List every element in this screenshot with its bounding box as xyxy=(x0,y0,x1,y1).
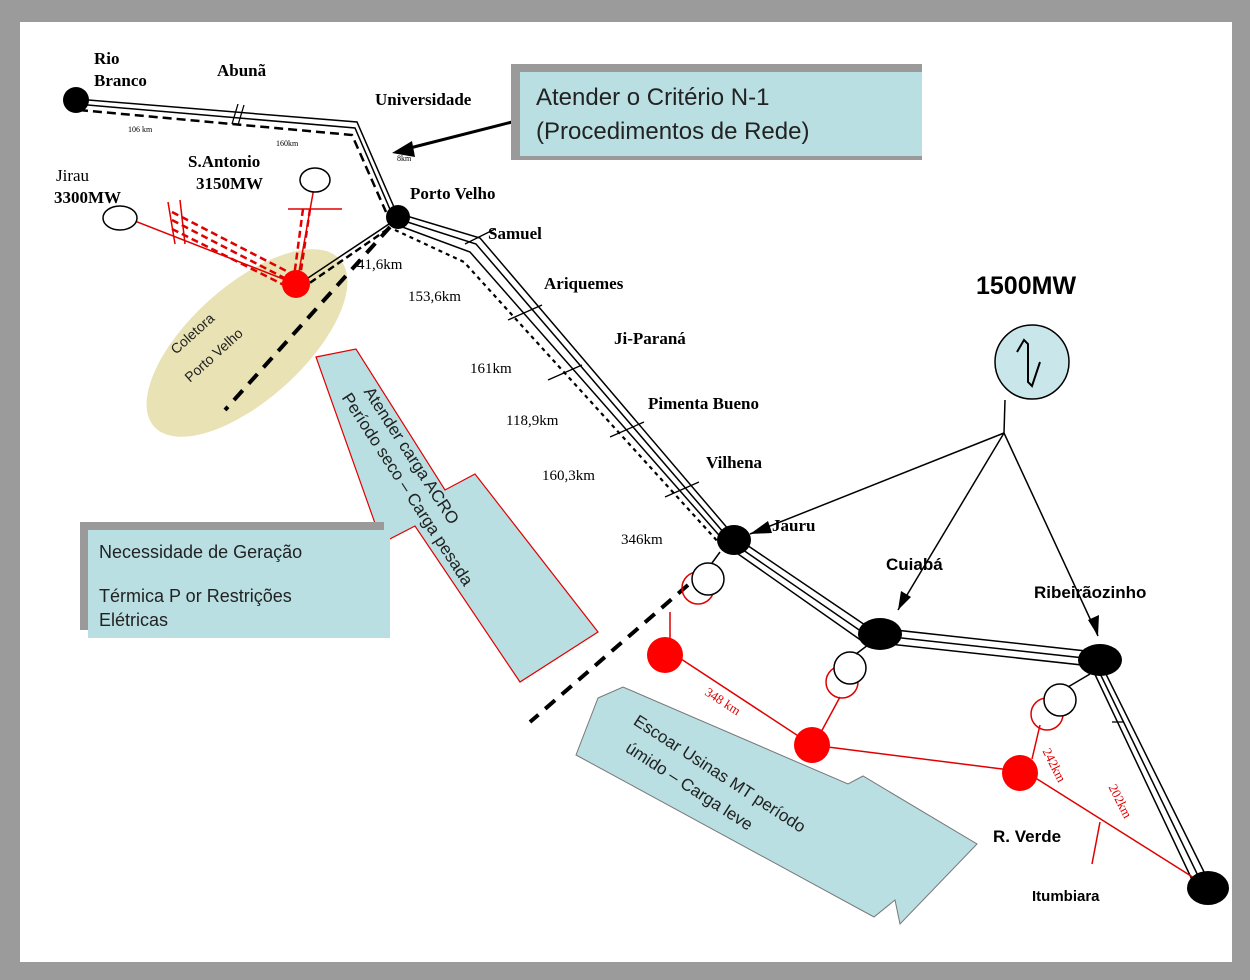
necessity-line-2: Térmica P or Restrições xyxy=(99,586,292,606)
mt-plant-buses xyxy=(282,270,1038,791)
distance-160-3: 160,3km xyxy=(542,468,595,484)
label-jirau-2: 3300MW xyxy=(54,188,122,207)
label-generator: 1500MW xyxy=(976,272,1077,300)
criterion-line-2: (Procedimentos de Rede) xyxy=(536,118,810,145)
distance-106: 106 km xyxy=(128,125,153,134)
distance-153-6: 153,6km xyxy=(408,289,461,305)
label-pimenta-bueno: Pimenta Bueno xyxy=(648,394,759,413)
distance-160: 160km xyxy=(276,139,299,148)
diagram-canvas: Atender o Critério N-1 (Procedimentos de… xyxy=(20,22,1232,962)
mt-plants-network xyxy=(669,571,1211,889)
label-itumbiara: Itumbiara xyxy=(1032,888,1100,905)
label-vilhena: Vilhena xyxy=(706,453,763,472)
line-jauru-itumbiara xyxy=(730,536,1211,889)
substations xyxy=(63,87,1229,905)
plant-connections xyxy=(126,181,399,292)
label-rio-branco-1: Rio xyxy=(94,49,120,68)
label-porto-velho: Porto Velho xyxy=(410,184,496,203)
line-rio-branco-universidade xyxy=(75,98,398,215)
jirau-plant xyxy=(102,205,138,231)
label-samuel: Samuel xyxy=(488,224,542,243)
distance-118-9: 118,9km xyxy=(506,413,559,429)
criterion-arrow xyxy=(392,120,513,157)
distance-161: 161km xyxy=(470,361,512,377)
label-ribeiraozinho: Ribeirãozinho xyxy=(1034,583,1147,602)
distance-346: 346km xyxy=(621,532,663,548)
distance-41-6: 41,6km xyxy=(357,257,403,273)
necessity-line-3: Elétricas xyxy=(99,610,169,630)
label-santo-antonio-1: S.Antonio xyxy=(188,152,261,171)
distance-8: 8km xyxy=(397,154,412,163)
label-rio-branco-2: Branco xyxy=(94,71,147,90)
criterion-box: Atender o Critério N-1 (Procedimentos de… xyxy=(520,72,922,156)
label-r-verde: R. Verde xyxy=(993,827,1062,846)
coletora-region xyxy=(146,249,348,437)
acro-arrow xyxy=(315,348,599,683)
santo-antonio-plant xyxy=(299,167,331,193)
label-cuiaba: Cuiabá xyxy=(886,555,943,574)
line-porto-velho-jauru xyxy=(394,213,736,545)
label-santo-antonio-2: 3150MW xyxy=(196,174,264,193)
label-universidade: Universidade xyxy=(375,90,472,109)
label-jirau-1: Jirau xyxy=(56,166,90,185)
necessity-box: Necessidade de Geração Térmica P or Rest… xyxy=(88,530,390,638)
mt-arrow xyxy=(575,686,978,926)
label-ji-parana: Ji-Paraná xyxy=(614,329,686,348)
generator-arrowheads xyxy=(750,521,1099,636)
label-ariquemes: Ariquemes xyxy=(544,274,624,293)
necessity-line-1: Necessidade de Geração xyxy=(99,542,303,562)
dashed-boundaries xyxy=(223,225,690,724)
label-jauru: Jauru xyxy=(772,516,816,535)
transformers xyxy=(691,551,1091,717)
diagram-graphics xyxy=(63,87,1229,926)
generator-1500mw xyxy=(749,324,1099,637)
label-abuna: Abunã xyxy=(217,61,267,80)
criterion-line-1: Atender o Critério N-1 xyxy=(536,84,770,111)
